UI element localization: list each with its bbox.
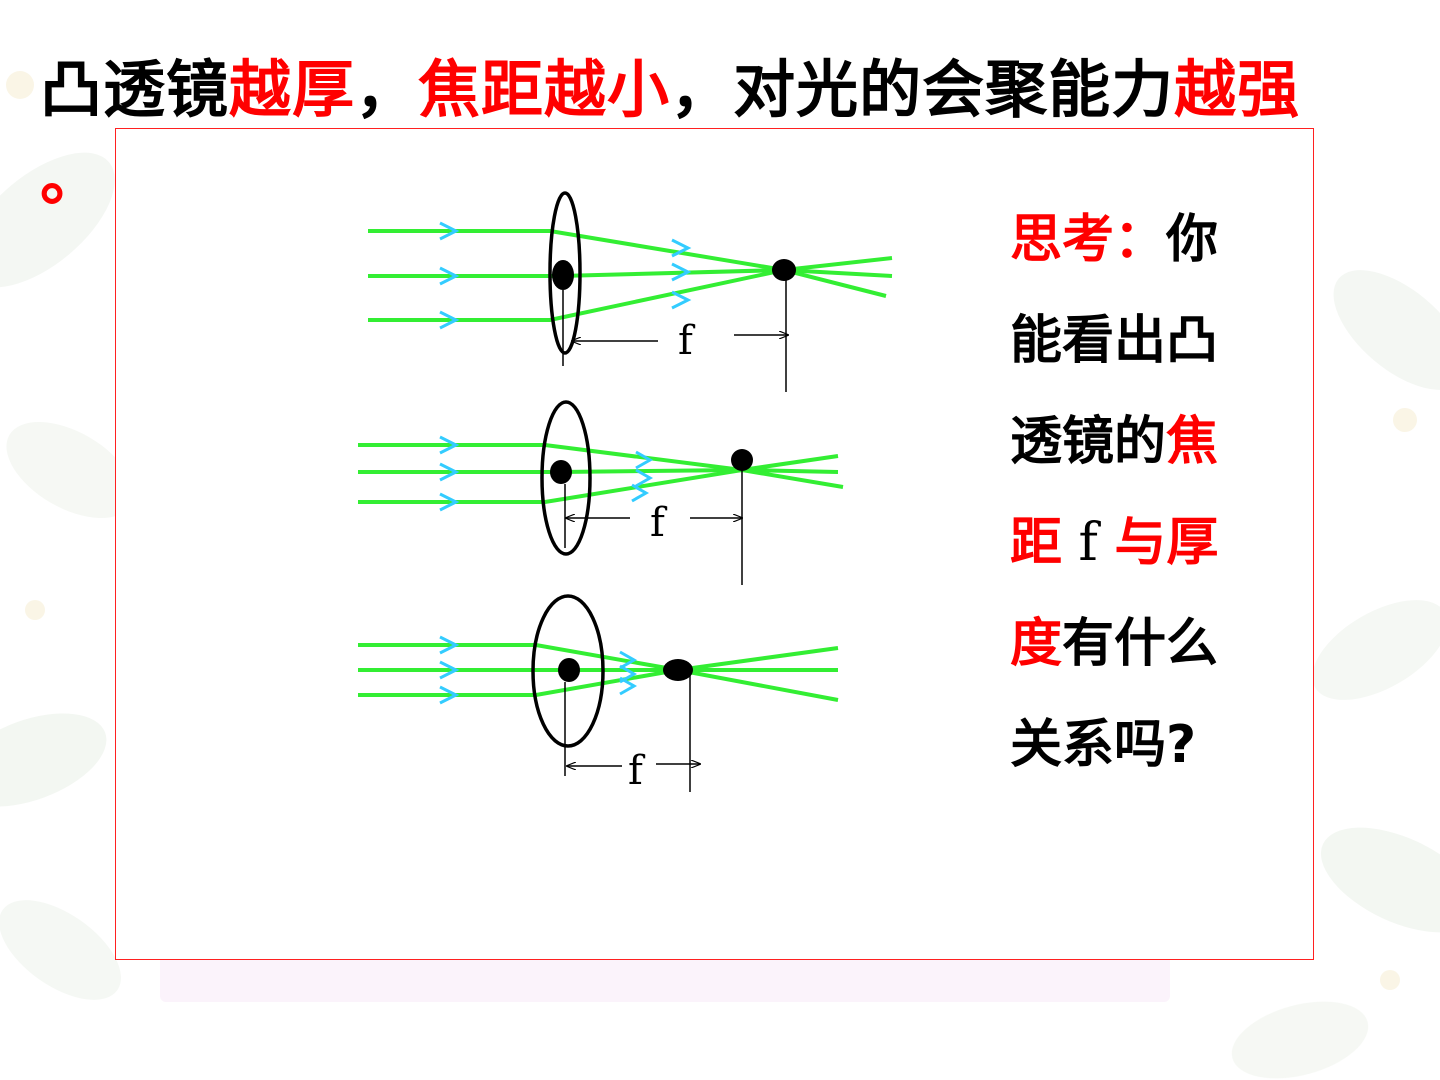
optical-center bbox=[558, 658, 580, 682]
focal-length-label: f bbox=[650, 500, 668, 546]
lens-outline bbox=[548, 191, 582, 355]
light-rays bbox=[358, 443, 844, 504]
lens-diagram-thin: f bbox=[368, 191, 893, 392]
focal-point bbox=[772, 259, 796, 281]
page-title: 凸透镜越厚，焦距越小，对光的会聚能力越强。 bbox=[40, 46, 1340, 222]
question-highlight: 与厚 bbox=[1114, 513, 1219, 573]
ray-arrows bbox=[439, 635, 638, 705]
question-text: 能看出凸 bbox=[1010, 311, 1219, 371]
optical-center bbox=[552, 260, 574, 290]
lens-diagram-thick: f bbox=[358, 594, 839, 794]
question-text: 你 bbox=[1166, 210, 1219, 270]
lens-outline bbox=[540, 400, 592, 556]
ray-arrows bbox=[439, 221, 692, 330]
focal-point bbox=[663, 659, 693, 681]
question-highlight: 焦 bbox=[1166, 412, 1219, 472]
light-rays bbox=[358, 643, 839, 702]
light-rays bbox=[368, 229, 893, 322]
focal-length-label: f bbox=[678, 318, 696, 364]
focal-symbol: f bbox=[1062, 513, 1115, 573]
question-label: 思考： bbox=[1010, 210, 1167, 270]
focal-length-label: f bbox=[628, 748, 646, 794]
question-highlight: 度 bbox=[1010, 614, 1063, 674]
question-text: 有什么 bbox=[1062, 614, 1219, 674]
optical-center bbox=[550, 460, 572, 484]
title-highlight: 越厚 bbox=[229, 53, 356, 126]
title-part: 凸透镜 bbox=[40, 53, 230, 126]
think-question: 思考：你 能看出凸 透镜的焦 距 f 与厚 度有什么 关系吗? bbox=[1010, 190, 1250, 796]
question-text: 关系吗? bbox=[1010, 715, 1197, 775]
lens-outline bbox=[531, 594, 605, 748]
diagram-frame bbox=[115, 128, 1314, 960]
question-text: 透镜的 bbox=[1010, 412, 1167, 472]
ray-arrows bbox=[439, 435, 654, 512]
title-period: 。 bbox=[40, 141, 104, 214]
frame-shadow bbox=[160, 960, 1170, 1002]
title-part: ，对光的会聚能力 bbox=[670, 53, 1175, 126]
title-highlight: 焦距越小 bbox=[418, 53, 671, 126]
title-highlight: 越强 bbox=[1174, 53, 1301, 126]
lens-diagram-medium: f bbox=[358, 400, 844, 585]
title-part: ， bbox=[355, 53, 419, 126]
question-highlight: 距 bbox=[1010, 513, 1063, 573]
